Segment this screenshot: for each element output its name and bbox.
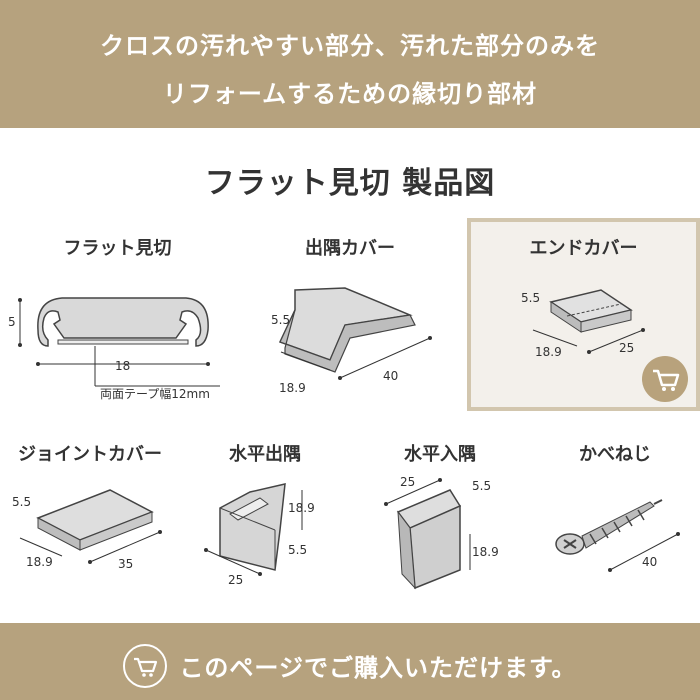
product-label: かべねじ xyxy=(579,444,651,465)
product-outside-corner[interactable]: 出隅カバー 5.5 18.9 40 xyxy=(235,220,465,410)
product-label: エンドカバー xyxy=(529,238,638,259)
dim-depth: 5.5 xyxy=(288,543,307,557)
dim-height: 5.5 xyxy=(521,291,540,305)
dim-depth: 18.9 xyxy=(535,345,562,359)
dim-height: 18.9 xyxy=(288,501,315,515)
horizontal-outside-corner-diagram: 18.9 5.5 25 xyxy=(204,483,315,587)
dim-length: 35 xyxy=(118,557,133,571)
product-flat-mikiri[interactable]: フラット見切 5 18 両面テープ幅12mm xyxy=(0,220,235,410)
cta-text: このページでご購入いただけます。 xyxy=(179,654,577,682)
product-label: ジョイントカバー xyxy=(18,444,162,465)
flat-mikiri-diagram: 5 18 両面テープ幅12mm xyxy=(8,297,220,401)
dim-length: 40 xyxy=(383,369,398,383)
dim-length: 25 xyxy=(400,475,415,489)
product-horizontal-inside-corner[interactable]: 水平入隅 25 5.5 18.9 xyxy=(350,430,530,610)
wall-screw-diagram: 40 xyxy=(555,499,680,572)
horizontal-inside-corner-diagram: 25 5.5 18.9 xyxy=(384,475,499,590)
dim-height: 5 xyxy=(8,315,16,329)
dim-height: 5.5 xyxy=(271,313,290,327)
product-label: フラット見切 xyxy=(63,238,172,259)
product-label: 水平出隅 xyxy=(229,444,301,465)
product-joint-cover[interactable]: ジョイントカバー 5.5 18.9 35 xyxy=(0,430,180,610)
product-wall-screw[interactable]: かべねじ 40 xyxy=(530,430,700,610)
dim-depth: 18.9 xyxy=(26,555,53,569)
dim-length: 25 xyxy=(228,573,243,587)
bottom-banner[interactable]: このページでご購入いただけます。 xyxy=(0,623,700,700)
end-cover-diagram: 5.5 18.9 25 xyxy=(521,289,645,359)
banner-line-1: クロスの汚れやすい部分、汚れた部分のみを xyxy=(100,32,600,60)
dim-length: 40 xyxy=(642,555,657,569)
product-horizontal-outside-corner[interactable]: 水平出隅 18.9 5.5 25 xyxy=(180,430,350,610)
banner-line-2: リフォームするための縁切り部材 xyxy=(162,80,538,108)
dim-height: 18.9 xyxy=(472,545,499,559)
section-title: フラット見切 製品図 xyxy=(204,166,496,201)
dim-depth: 5.5 xyxy=(472,479,491,493)
joint-cover-diagram: 5.5 18.9 35 xyxy=(12,489,162,571)
cart-badge[interactable] xyxy=(642,356,688,402)
dim-width: 18 xyxy=(115,359,130,373)
product-end-cover[interactable]: エンドカバー 5.5 18.9 25 xyxy=(467,218,700,411)
dim-length: 25 xyxy=(619,341,634,355)
dim-tape: 両面テープ幅12mm xyxy=(100,386,210,401)
dim-height: 5.5 xyxy=(12,495,31,509)
top-banner: クロスの汚れやすい部分、汚れた部分のみを リフォームするための縁切り部材 xyxy=(0,0,700,128)
product-label: 出隅カバー xyxy=(305,238,395,259)
cart-icon xyxy=(123,644,168,688)
cart-icon xyxy=(653,369,680,391)
purchase-cta[interactable]: このページでご購入いただけます。 xyxy=(0,644,700,691)
outside-corner-diagram: 5.5 18.9 40 xyxy=(271,287,432,395)
product-label: 水平入隅 xyxy=(404,444,476,465)
dim-depth: 18.9 xyxy=(279,381,306,395)
